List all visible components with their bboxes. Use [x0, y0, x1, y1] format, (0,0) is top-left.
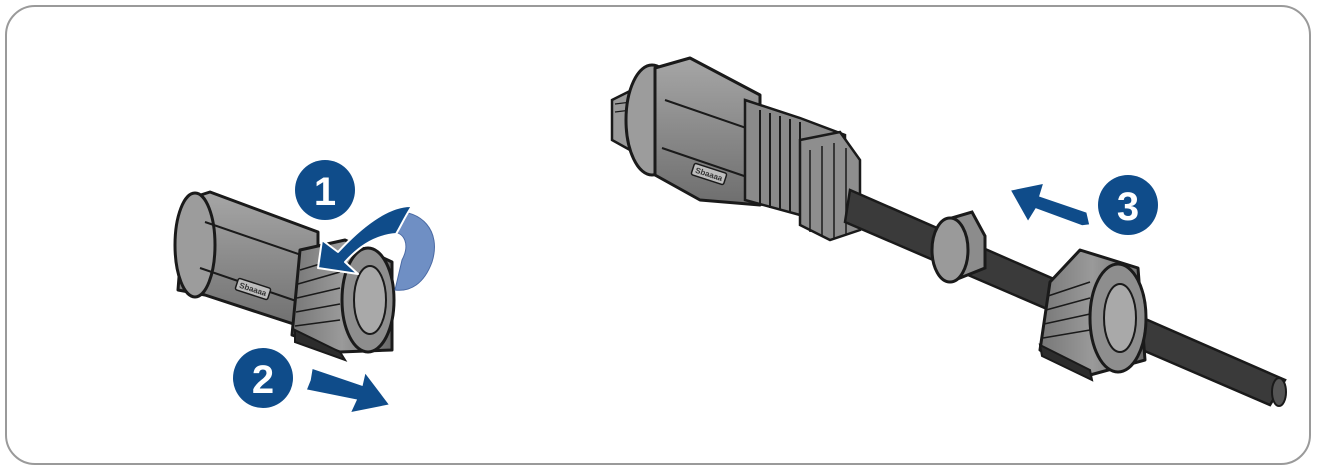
step-2-number: 2 — [252, 358, 274, 402]
left-connector-assembled: Sbaaaa — [175, 192, 394, 360]
step-2-badge: 2 — [233, 348, 293, 408]
right-connector-disassembled: Sbaaaa — [612, 58, 1286, 406]
step-1-number: 1 — [314, 170, 336, 214]
seal-ring — [932, 212, 985, 282]
push-arrow — [1010, 183, 1090, 226]
step-3-number: 3 — [1117, 185, 1139, 229]
step-3-badge: 3 — [1098, 175, 1158, 235]
pull-arrow — [306, 368, 390, 413]
left-housing-end — [175, 193, 215, 297]
step-1-badge: 1 — [295, 160, 355, 220]
right-swivel-nut — [1040, 250, 1146, 380]
